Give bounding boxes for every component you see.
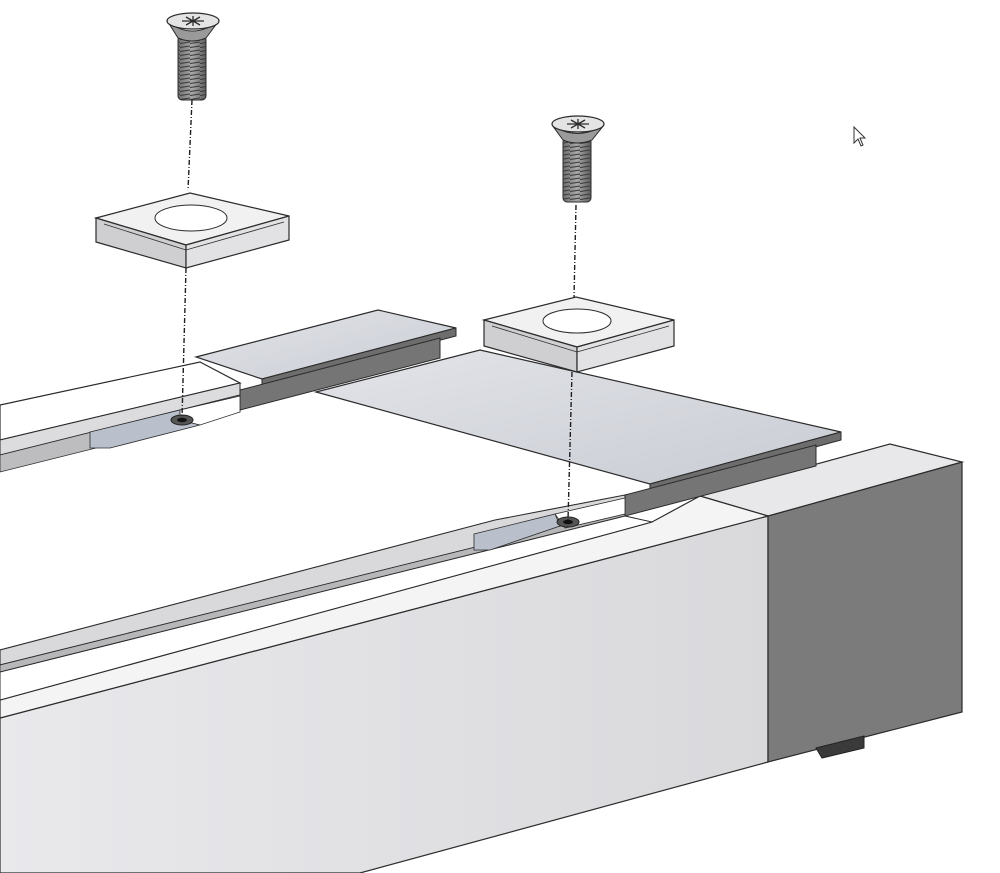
countersunk-screw-left (166, 12, 220, 101)
alignment-line-right (567, 204, 577, 521)
rail-plate-rear (89, 309, 457, 449)
beam-groove-front (0, 515, 653, 701)
rail-plate-front (313, 349, 842, 551)
beam-foot (815, 735, 865, 759)
phillips-recess-left-icon (182, 16, 204, 26)
phillips-recess-right-icon (567, 119, 589, 129)
washer-right-right (576, 319, 675, 373)
washer-right-hole (542, 308, 612, 334)
screw-left-head-cone (167, 21, 219, 42)
square-washer-left (93, 192, 290, 269)
countersunk-screw-right (551, 115, 605, 203)
alignment-lines (181, 99, 577, 521)
washer-left-hole (154, 204, 228, 232)
beam (0, 361, 965, 873)
square-washer-right (481, 296, 675, 373)
pointer-arrow-icon (853, 125, 867, 147)
screw-right-head-cone (551, 124, 605, 144)
front-groove-blue (473, 513, 561, 551)
washer-left-right (185, 215, 290, 269)
